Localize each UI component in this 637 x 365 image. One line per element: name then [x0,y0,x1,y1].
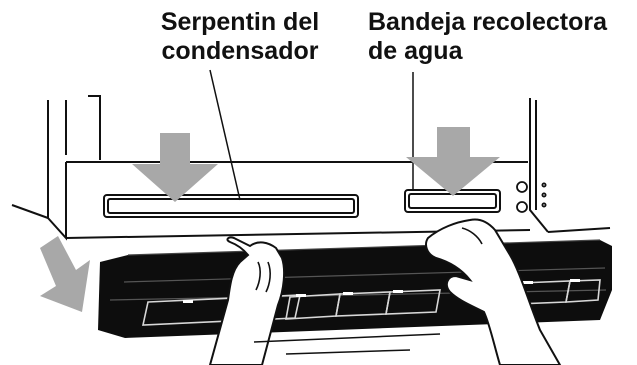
gray-down-arrow-icon [132,133,218,202]
label-drain-pan: Bandeja recolectora de agua [368,8,637,66]
label-condenser-line1: Serpentin del [160,8,320,36]
gray-diagonal-arrow-icon [40,236,90,312]
knob-icon [516,181,528,193]
leader-line-condenser [209,69,241,201]
gray-down-arrow-icon [406,127,500,196]
label-condenser-coil: Serpentin del condensador [140,8,340,66]
label-condenser-line2: condensador [161,37,319,65]
label-drain-pan-line2: de agua [368,37,463,65]
left-hand [208,236,286,365]
control-knobs [516,181,547,213]
label-drain-pan-line1: Bandeja recolectora [368,8,607,36]
right-hand [425,218,562,365]
knob-icon [516,201,528,213]
floor-lines [253,333,441,355]
condenser-coil-slot [103,194,359,218]
